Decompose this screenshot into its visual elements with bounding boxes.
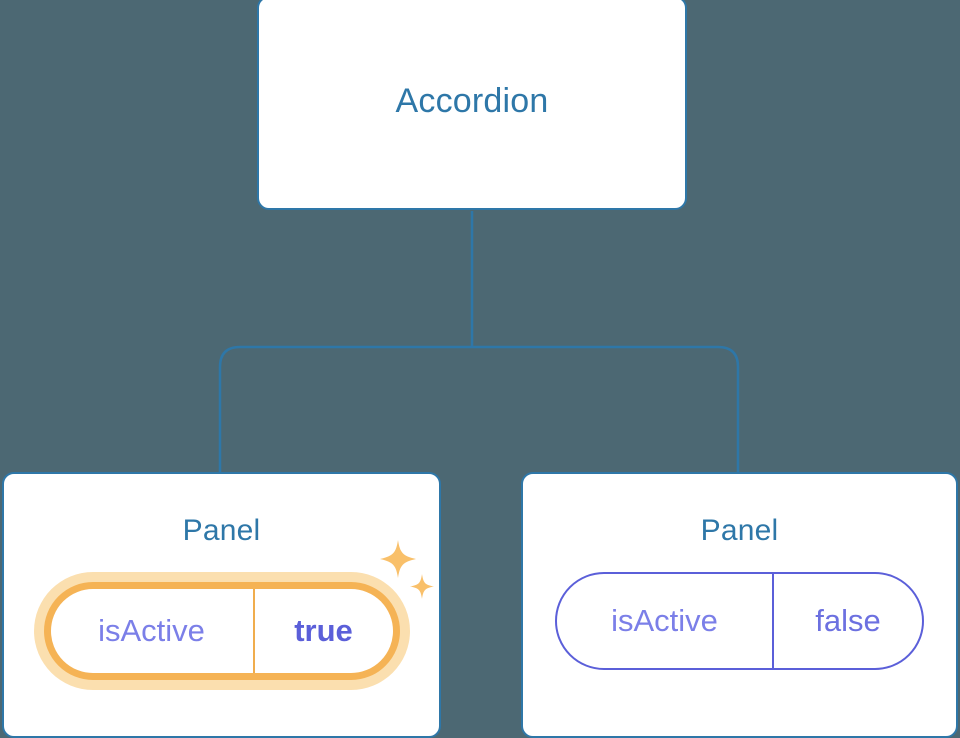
- prop-pill-inactive[interactable]: isActive false: [555, 572, 924, 670]
- node-panel-active[interactable]: Panel isActive true: [2, 472, 441, 738]
- node-accordion[interactable]: Accordion: [257, 0, 687, 210]
- node-panel-inactive[interactable]: Panel isActive false: [521, 472, 958, 738]
- prop-value-isactive-active: true: [252, 589, 393, 673]
- prop-pill-inactive-wrap: isActive false: [555, 572, 924, 670]
- prop-value-isactive-inactive: false: [772, 574, 922, 668]
- node-panel-active-title: Panel: [182, 514, 261, 547]
- node-accordion-title: Accordion: [395, 82, 549, 120]
- connector-branch-bar: [218, 345, 740, 472]
- prop-pill-active[interactable]: isActive true: [33, 572, 410, 690]
- prop-key-isactive-active: isActive: [98, 613, 205, 648]
- prop-key-isactive-inactive: isActive: [611, 603, 718, 638]
- node-panel-inactive-title: Panel: [700, 514, 779, 547]
- prop-pill-active-wrap: isActive true: [33, 572, 410, 690]
